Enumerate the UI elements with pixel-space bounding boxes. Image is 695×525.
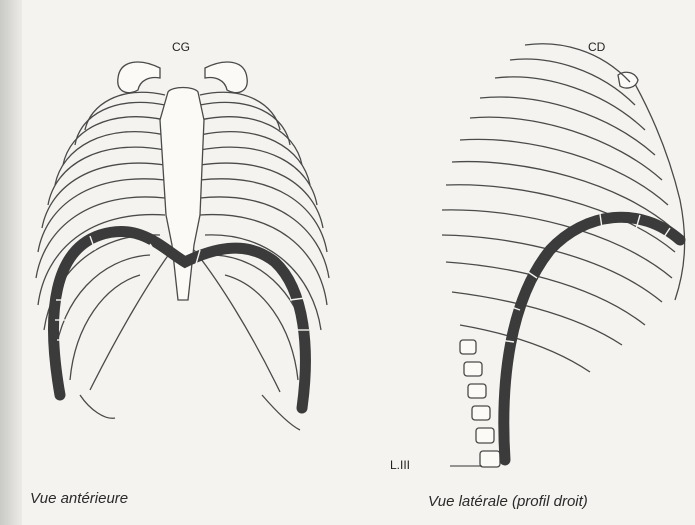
- lateral-diaphragm: [500, 214, 680, 460]
- anterior-caption: Vue antérieure: [30, 490, 128, 507]
- sternum: [160, 88, 204, 301]
- anterior-ribcage-drawing: [0, 0, 360, 525]
- first-rib-left: [118, 62, 160, 93]
- anterior-view-figure: CG Vue antérieure: [0, 0, 360, 525]
- lateral-spine: [460, 340, 500, 467]
- costal-margin-right: [194, 250, 280, 392]
- cd-label: CD: [588, 40, 605, 54]
- l3-vertebra-label: L.III: [390, 458, 410, 472]
- anterior-diaphragm: [53, 231, 309, 408]
- cg-label: CG: [172, 40, 190, 54]
- lateral-caption: Vue latérale (profil droit): [428, 493, 588, 510]
- lateral-ribcage-drawing: [350, 0, 695, 525]
- first-rib-right: [205, 62, 247, 93]
- lateral-view-figure: CD L.III Vue latérale (profil droit): [350, 0, 695, 525]
